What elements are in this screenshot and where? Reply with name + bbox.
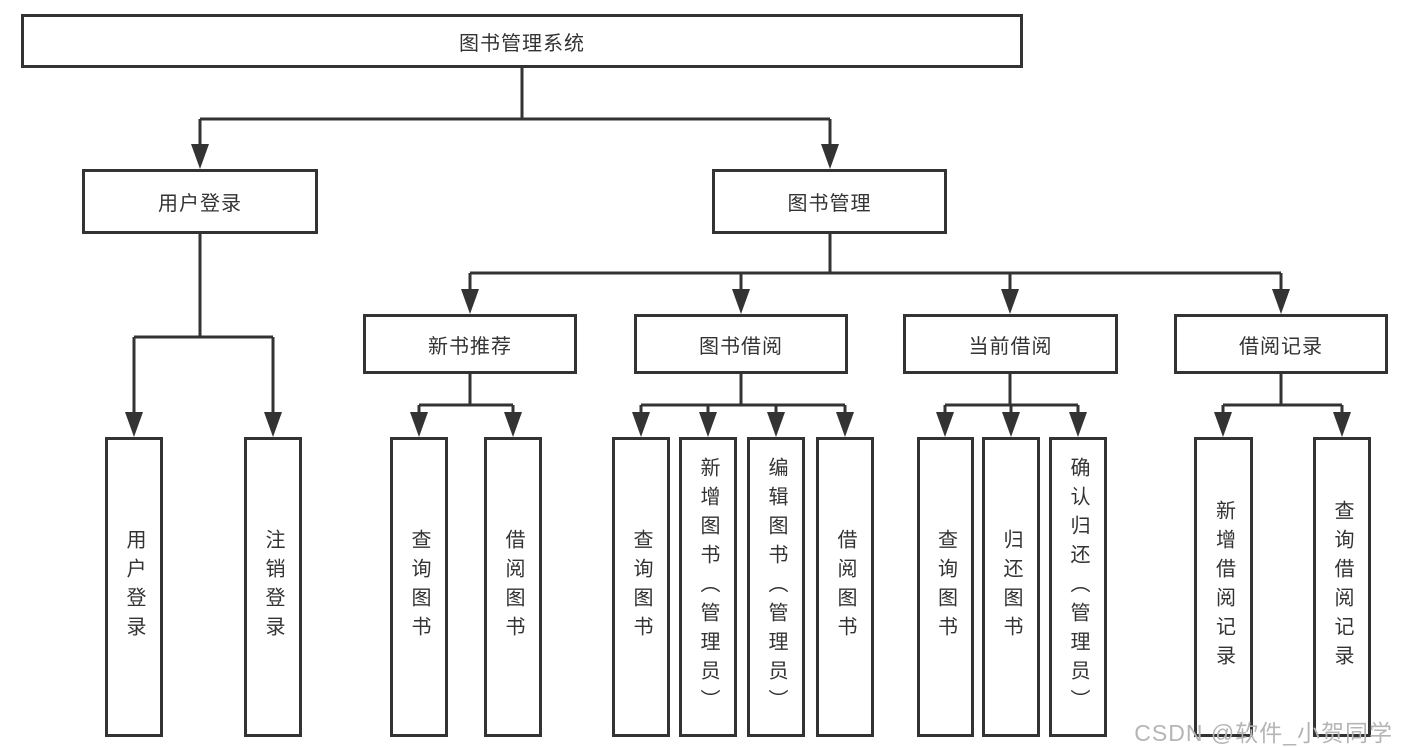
leaf-borrow-edit-books-admin: 编辑图书（管理员） [747, 437, 805, 737]
leaf-current-confirm-return-admin: 确认归还（管理员） [1049, 437, 1107, 737]
leaf-current-confirm-return-admin-label: 确认归还（管理员） [1067, 456, 1089, 718]
node-book-management-label: 图书管理 [787, 193, 872, 215]
leaf-borrow-add-books-admin: 新增图书（管理员） [679, 437, 737, 737]
connector-book-management-split [461, 234, 1290, 314]
leaf-borrow-add-books-admin-label: 新增图书（管理员） [697, 456, 719, 718]
connector-new-book-split [410, 374, 522, 437]
leaf-borrow-borrow-books-label: 借阅图书 [834, 529, 856, 645]
leaf-current-return-books-label: 归还图书 [1000, 529, 1022, 645]
node-borrow-records-label: 借阅记录 [1239, 335, 1323, 358]
leaf-newbook-query-books-label: 查询图书 [408, 529, 430, 645]
leaf-records-query-record: 查询借阅记录 [1313, 437, 1371, 737]
leaf-newbook-query-books: 查询图书 [390, 437, 448, 737]
leaf-user-login: 用户登录 [105, 437, 163, 737]
node-user-login: 用户登录 [82, 169, 318, 234]
node-new-book-recommend: 新书推荐 [363, 314, 577, 374]
csdn-watermark: CSDN @软件_小贺同学 [1134, 720, 1393, 746]
connector-book-borrow-split [632, 374, 854, 437]
connector-root-split [191, 68, 839, 169]
node-root-label: 图书管理系统 [459, 32, 585, 55]
node-new-book-recommend-label: 新书推荐 [428, 335, 512, 358]
leaf-records-add-record-label: 新增借阅记录 [1212, 500, 1235, 674]
node-book-management: 图书管理 [712, 169, 947, 234]
leaf-logout-label: 注销登录 [262, 529, 284, 645]
leaf-records-add-record: 新增借阅记录 [1194, 437, 1253, 737]
node-book-borrow: 图书借阅 [634, 314, 848, 374]
leaf-records-query-record-label: 查询借阅记录 [1331, 500, 1353, 674]
node-current-borrow-label: 当前借阅 [968, 335, 1053, 358]
node-book-borrow-label: 图书借阅 [699, 335, 783, 358]
node-borrow-records: 借阅记录 [1174, 314, 1388, 374]
leaf-current-query-books-label: 查询图书 [934, 529, 957, 645]
leaf-borrow-query-books: 查询图书 [612, 437, 670, 737]
node-current-borrow: 当前借阅 [903, 314, 1118, 374]
leaf-newbook-borrow-books: 借阅图书 [484, 437, 542, 737]
leaf-newbook-borrow-books-label: 借阅图书 [502, 529, 524, 645]
leaf-borrow-edit-books-admin-label: 编辑图书（管理员） [765, 456, 787, 718]
leaf-logout: 注销登录 [244, 437, 302, 737]
node-root: 图书管理系统 [21, 14, 1023, 68]
connector-user-login-split [125, 234, 282, 437]
leaf-current-query-books: 查询图书 [917, 437, 974, 737]
leaf-current-return-books: 归还图书 [982, 437, 1040, 737]
node-user-login-label: 用户登录 [158, 193, 242, 215]
leaf-borrow-borrow-books: 借阅图书 [816, 437, 874, 737]
leaf-borrow-query-books-label: 查询图书 [630, 529, 652, 645]
leaf-user-login-label: 用户登录 [123, 529, 145, 645]
connector-borrow-records-split [1214, 374, 1351, 437]
connector-current-borrow-split [936, 374, 1087, 437]
